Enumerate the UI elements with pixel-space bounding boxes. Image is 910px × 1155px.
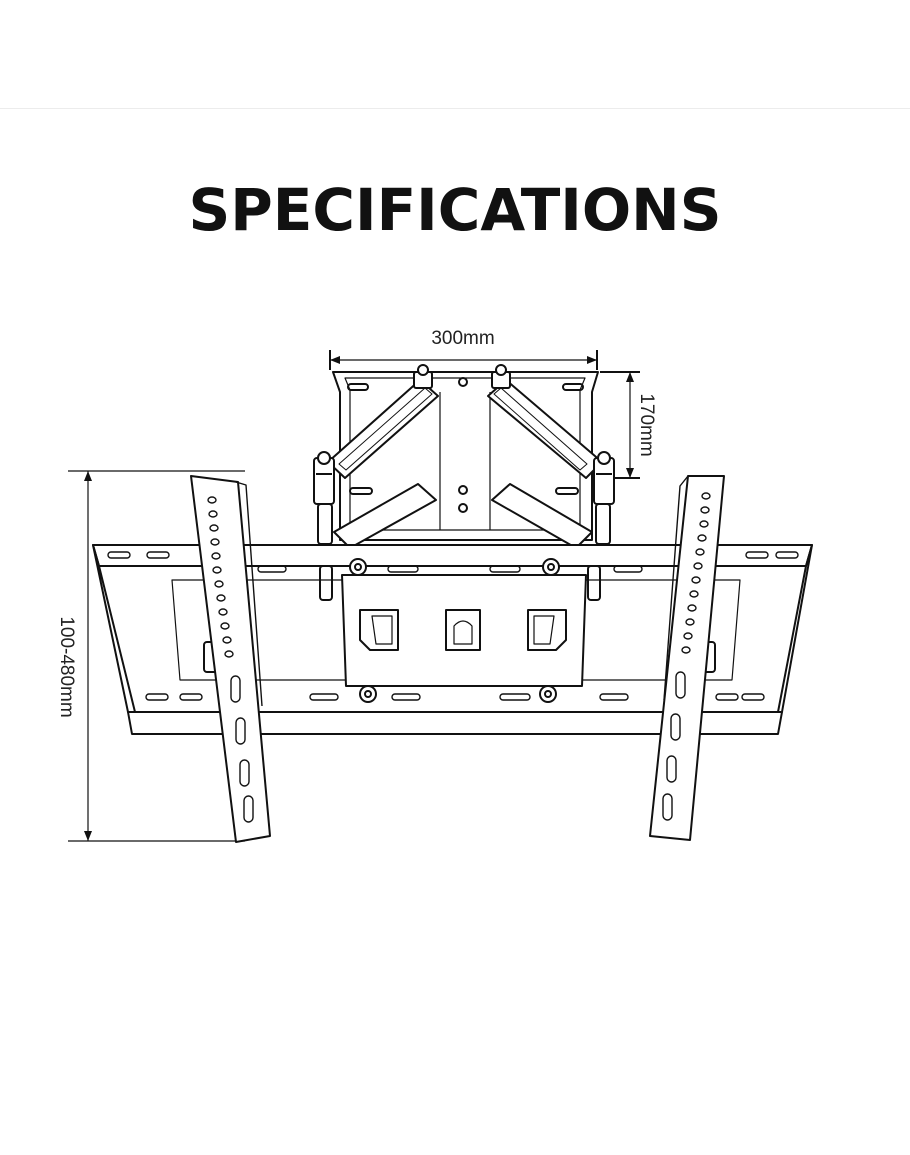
left-arm (327, 379, 439, 549)
right-arm (487, 379, 603, 549)
page-title: SPECIFICATIONS (188, 176, 722, 244)
center-clips (359, 609, 567, 651)
right-vertical-bracket (649, 475, 725, 841)
pivot-knobs (313, 364, 615, 601)
dim-vertical-range-label: 100-480mm (56, 616, 77, 717)
dim-top-width-label: 300mm (431, 328, 494, 349)
left-vertical-bracket (190, 475, 271, 843)
wall-plate (332, 371, 599, 541)
dim-top-width (329, 350, 598, 370)
dim-top-height-label: 170mm (636, 393, 657, 456)
top-divider (0, 108, 910, 109)
dim-vertical-range (68, 470, 245, 842)
dim-top-height (600, 371, 640, 479)
horizontal-frame (92, 544, 813, 735)
